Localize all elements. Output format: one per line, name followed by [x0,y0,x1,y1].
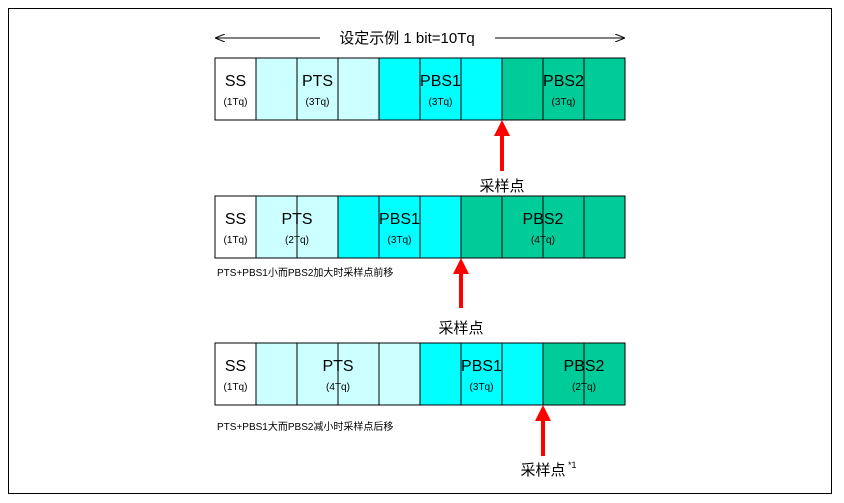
pbs2-tq-cell [501,57,544,121]
segment-length: (1Tq) [224,382,248,393]
sample-point-arrow-head [535,405,551,421]
segment-length: (3Tq) [470,382,494,393]
sample-point-label: 采样点 [438,319,483,337]
timing-row: SS (1Tq) PTS (3Tq) PBS1 (3Tq) PBS2 (3Tq) 采样点 [214,57,626,195]
pbs2-tq-cell [501,195,544,259]
pbs1-tq-cell [460,342,503,406]
pts-tq-cell [255,342,298,406]
segment-length: (1Tq) [224,235,248,246]
sample-point-arrow-head [494,120,510,136]
segment-length: (1Tq) [224,97,248,108]
pts-tq-cell [296,342,339,406]
pbs1-tq-cell [378,57,421,121]
segment-length: (4Tq) [326,382,350,393]
segment-length: (4Tq) [531,235,555,246]
segment-length: (3Tq) [552,97,576,108]
pbs2-tq-cell [542,57,585,121]
pts-tq-cell [337,342,380,406]
ss-tq-cell [214,195,257,259]
row-note: PTS+PBS1大而PBS2减小时采样点后移 [217,420,393,433]
pts-tq-cell [378,342,421,406]
pts-tq-cell [255,57,298,121]
footnote-marker: *1 [568,460,577,470]
row-note: PTS+PBS1小而PBS2加大时采样点前移 [217,266,393,279]
pbs2-tq-cell [542,342,585,406]
segment-length: (2Tq) [572,382,596,393]
segment-label: PBS1 [461,358,502,375]
segment-label: SS [225,358,246,375]
pts-tq-cell [337,57,380,121]
segment-label: PTS [281,211,312,228]
sample-point-arrow-head [453,258,469,274]
segment-label: PBS1 [379,211,420,228]
segment-length: (3Tq) [388,235,412,246]
diagram-frame [8,8,832,494]
pbs1-tq-cell [419,342,462,406]
timing-row: SS (1Tq) PTS (4Tq) PBS1 (3Tq) PBS2 (2Tq) PTS+PBS… [214,342,626,479]
segment-label: PBS2 [543,73,584,90]
segment-length: (2Tq) [285,235,309,246]
ss-tq-cell [214,57,257,121]
timing-rows: SS (1Tq) PTS (3Tq) PBS1 (3Tq) PBS2 (3Tq) 采样点 SS (1… [214,57,626,479]
pbs2-tq-cell [583,342,626,406]
pbs1-tq-cell [419,57,462,121]
segment-label: SS [225,211,246,228]
pts-tq-cell [296,195,339,259]
segment-label: PBS2 [523,211,564,228]
pbs2-tq-cell [583,195,626,259]
segment-label: PTS [302,73,333,90]
segment-length: (3Tq) [429,97,453,108]
sample-point-label: 采样点 [479,177,524,195]
sample-point-label: 采样点 [520,461,565,479]
segment-label: PTS [322,358,353,375]
pts-tq-cell [255,195,298,259]
segment-label: PBS1 [420,73,461,90]
timing-row: SS (1Tq) PTS (2Tq) PBS1 (3Tq) PBS2 (4Tq) PTS+PBS… [214,195,626,337]
segment-label: PBS2 [564,358,605,375]
segment-length: (3Tq) [306,97,330,108]
segment-label: SS [225,73,246,90]
pbs2-tq-cell [583,57,626,121]
pbs1-tq-cell [419,195,462,259]
pbs2-tq-cell [460,195,503,259]
pbs1-tq-cell [460,57,503,121]
pbs1-tq-cell [501,342,544,406]
pbs1-tq-cell [378,195,421,259]
bit-span-indicator: 设定示例 1 bit=10Tq [215,30,625,47]
diagram-title: 设定示例 1 bit=10Tq [339,30,474,47]
pbs1-tq-cell [337,195,380,259]
